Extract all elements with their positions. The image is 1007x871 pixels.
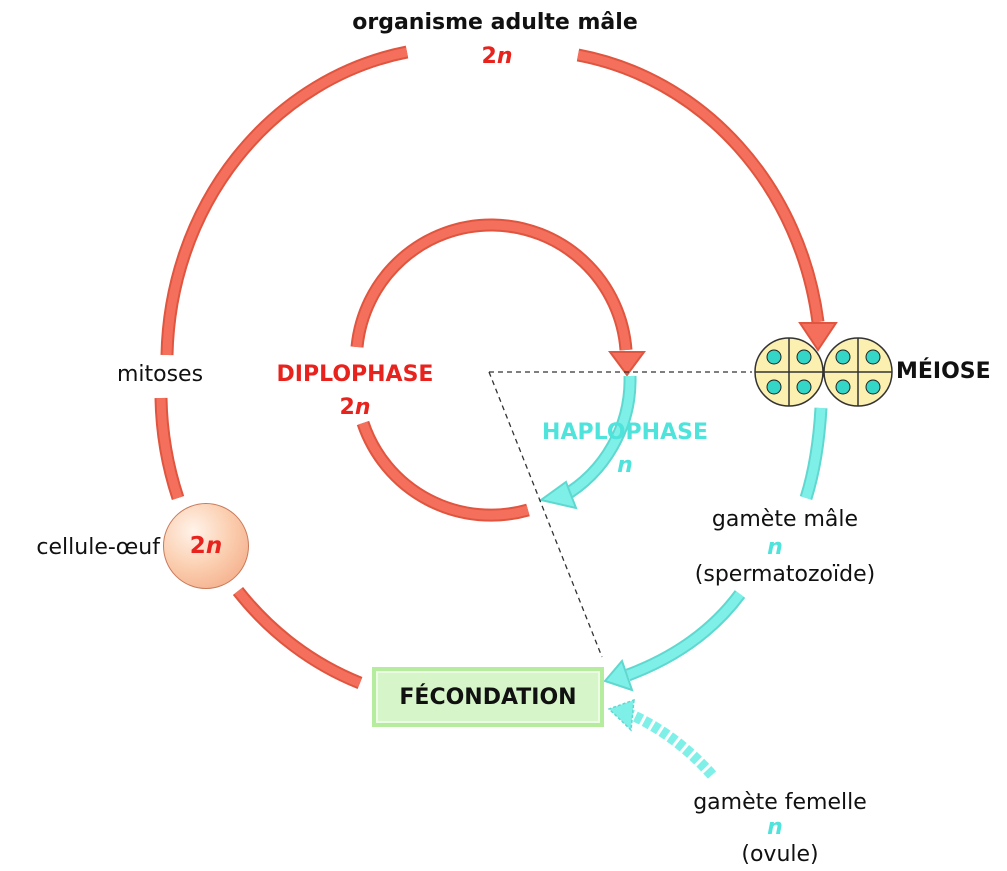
male-gamete-name: (spermatozoïde) xyxy=(694,562,876,587)
diplophase-ploidy: 2n xyxy=(339,395,371,420)
egg-cell-circle: 2n xyxy=(163,503,249,589)
arrowhead-diplophase xyxy=(608,351,646,377)
fecondation-label: FÉCONDATION xyxy=(399,684,577,710)
female-gamete-name: (ovule) xyxy=(741,842,819,867)
arc-adult-to-meiose xyxy=(576,48,825,323)
haplophase-label: HAPLOPHASE xyxy=(542,420,708,445)
haplophase-ploidy: n xyxy=(617,453,633,478)
phase-divider-diagonal xyxy=(488,371,603,658)
female-gamete-ploidy: n xyxy=(767,815,783,840)
arrowhead-female-to-fecondation xyxy=(607,698,635,732)
female-gamete-label: gamète femelle xyxy=(693,790,867,815)
egg-cell-ploidy: 2n xyxy=(189,533,223,559)
meiose-label: MÉIOSE xyxy=(896,359,991,384)
male-gamete-ploidy: n xyxy=(767,535,783,560)
arc-female-gamete-to-fecondation xyxy=(629,709,717,779)
male-gamete-label: gamète mâle xyxy=(711,507,859,532)
arrowhead-to-fecondation xyxy=(603,659,634,692)
arrowhead-haplophase xyxy=(538,480,578,510)
mitoses-label: mitoses xyxy=(116,362,204,387)
arc-gamete-to-fecondation xyxy=(625,590,746,682)
egg-cell-label: cellule-œuf xyxy=(36,535,160,560)
adult-organism-label: organisme adulte mâle xyxy=(352,10,638,35)
meiosis-tetrad-left xyxy=(754,337,824,407)
inner-diplophase-arc xyxy=(350,218,633,351)
meiosis-tetrad-right xyxy=(823,337,893,407)
diplophase-label: DIPLOPHASE xyxy=(276,362,434,387)
fecondation-box: FÉCONDATION xyxy=(372,667,604,727)
adult-ploidy: 2n xyxy=(481,44,513,69)
arc-egg-to-fecondation xyxy=(232,586,363,690)
arrowhead-to-meiose xyxy=(798,322,838,352)
